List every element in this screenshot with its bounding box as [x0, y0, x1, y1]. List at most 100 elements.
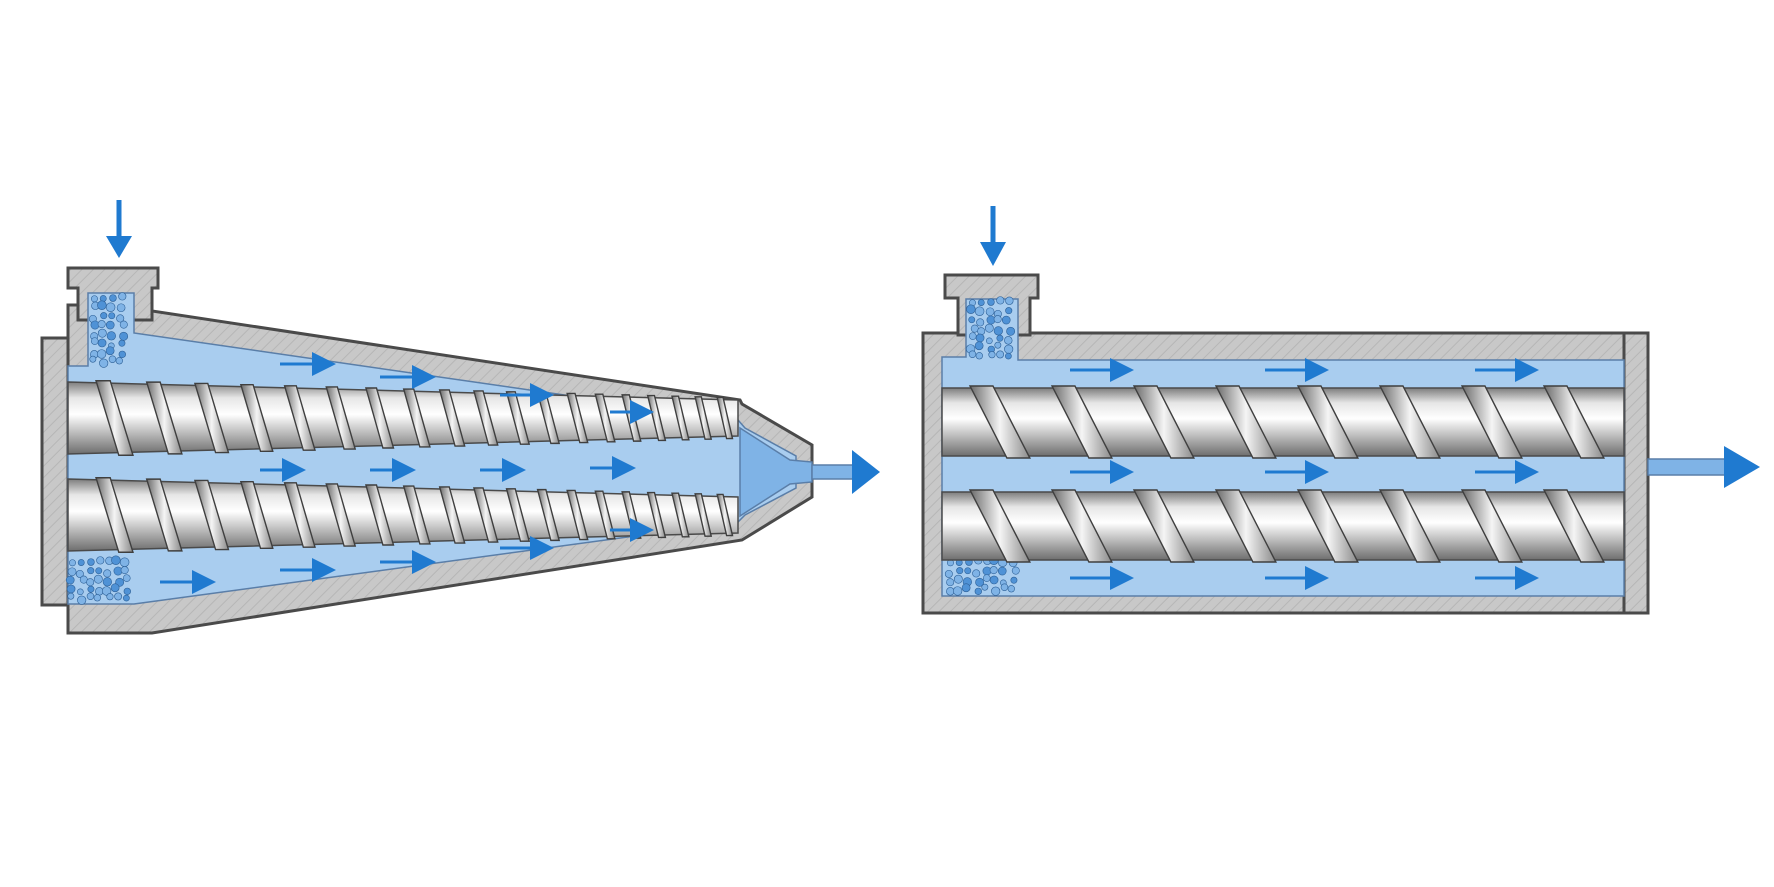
parallel-lower-screw-shaft	[941, 491, 1625, 561]
pellet-icon	[100, 312, 108, 320]
pellet-icon	[991, 586, 1001, 596]
pellet-icon	[1005, 352, 1012, 360]
pellet-icon	[977, 299, 985, 306]
pellet-icon	[944, 569, 953, 578]
conical-lower-screw-flight	[325, 483, 357, 547]
pellet-icon	[956, 567, 964, 575]
pellet-icon	[67, 567, 77, 577]
pellet-icon	[89, 355, 97, 363]
pellet-icon	[116, 314, 125, 323]
parallel-upper-screw-flight	[1214, 385, 1278, 459]
pellet-icon	[968, 316, 976, 324]
parallel-upper-screw-flight	[1050, 385, 1114, 459]
pellet-icon	[118, 350, 126, 358]
pellet-icon	[86, 578, 95, 587]
conical-upper-screw-flight	[364, 387, 395, 449]
pellet-icon	[86, 592, 95, 600]
pellet-icon	[115, 357, 123, 365]
pellet-icon	[119, 331, 129, 341]
pellet-icon	[101, 586, 112, 596]
pellet-icon	[95, 567, 103, 575]
pellet-icon	[110, 583, 120, 593]
pellet-icon	[114, 592, 123, 601]
pellet-icon	[975, 333, 985, 343]
conical-lower-screw-flight	[402, 485, 431, 545]
conical-feed-arrow-icon	[106, 200, 132, 258]
pellet-icon	[109, 294, 117, 302]
pellet-icon	[118, 292, 127, 301]
pellet-icon	[994, 341, 1002, 349]
conical-end-plate	[40, 336, 70, 607]
parallel-end-cap	[1622, 331, 1650, 615]
pellet-icon	[1004, 344, 1014, 354]
pellet-icon	[952, 586, 963, 596]
pellet-icon	[981, 583, 989, 591]
pellet-icon	[972, 569, 981, 578]
parallel-upper-screw-flight	[1460, 385, 1524, 459]
pellet-icon	[90, 295, 98, 303]
conical-twin-screws	[67, 380, 739, 553]
pellet-icon	[105, 302, 116, 312]
parallel-lower-screw-flight	[1542, 489, 1606, 563]
parallel-lower-screw-flight	[1214, 489, 1278, 563]
pellet-icon	[996, 350, 1005, 359]
pellet-icon	[974, 587, 982, 595]
pellet-icon	[1004, 336, 1013, 345]
pellet-icon	[96, 556, 105, 565]
pellet-icon	[1000, 583, 1009, 591]
pellet-icon	[968, 350, 977, 358]
parallel-lower-screw	[941, 489, 1625, 563]
conical-lower-screw-flight	[646, 491, 667, 539]
pellet-icon	[974, 306, 985, 316]
pellet-icon	[1001, 315, 1011, 325]
conical-upper-screw-flight	[283, 385, 316, 451]
conical-output-arrow-icon	[811, 450, 880, 494]
pellet-icon	[1005, 307, 1013, 315]
conical-lower-screw-flight	[193, 479, 230, 551]
conical-lower-screw-flight	[716, 493, 734, 537]
pellet-icon	[106, 593, 114, 601]
parallel-lower-screw-flight	[1296, 489, 1360, 563]
pellet-icon	[77, 588, 84, 596]
pellet-icon	[964, 567, 972, 575]
pellet-icon	[120, 566, 129, 575]
pellet-icon	[953, 574, 963, 584]
parallel-upper-screw-flight	[1378, 385, 1442, 459]
pellet-icon	[116, 303, 126, 313]
pellet-icon	[67, 592, 75, 600]
parallel-lower-screw-flight	[1378, 489, 1442, 563]
parallel-upper-screw	[941, 385, 1625, 459]
pellet-icon	[1010, 576, 1018, 584]
pellet-icon	[96, 349, 107, 359]
pellet-icon	[99, 358, 109, 368]
parallel-lower-screw-flight	[968, 489, 1032, 563]
pellet-icon	[66, 584, 76, 594]
pellet-icon	[87, 567, 95, 575]
pellet-icon	[87, 585, 95, 593]
pellet-icon	[989, 566, 998, 575]
pellet-icon	[119, 320, 128, 329]
parallel-flow-arrows	[1070, 358, 1539, 590]
pellet-icon	[975, 577, 985, 587]
conical-upper-screw-flight	[566, 392, 589, 444]
pellet-icon	[1011, 566, 1020, 575]
pellet-icon	[93, 574, 103, 584]
pellet-icon	[975, 352, 983, 360]
pellet-icon	[984, 323, 994, 333]
pellet-icon	[985, 307, 995, 317]
pellet-icon	[102, 577, 112, 587]
pellet-icon	[996, 296, 1005, 305]
conical-upper-screw-flight	[145, 381, 183, 455]
pellet-icon	[974, 341, 984, 351]
conical-lower-screw-flight	[145, 478, 183, 552]
conical-lower-screw-flight	[505, 488, 531, 542]
pellet-icon	[968, 332, 977, 340]
pellet-icon	[108, 312, 116, 320]
conical-upper-screw-flight	[239, 383, 274, 453]
conical-upper-screw-flight	[325, 386, 357, 450]
pellet-icon	[105, 346, 115, 356]
pellet-icon	[986, 337, 993, 345]
parallel-upper-screw-flight	[968, 385, 1032, 459]
